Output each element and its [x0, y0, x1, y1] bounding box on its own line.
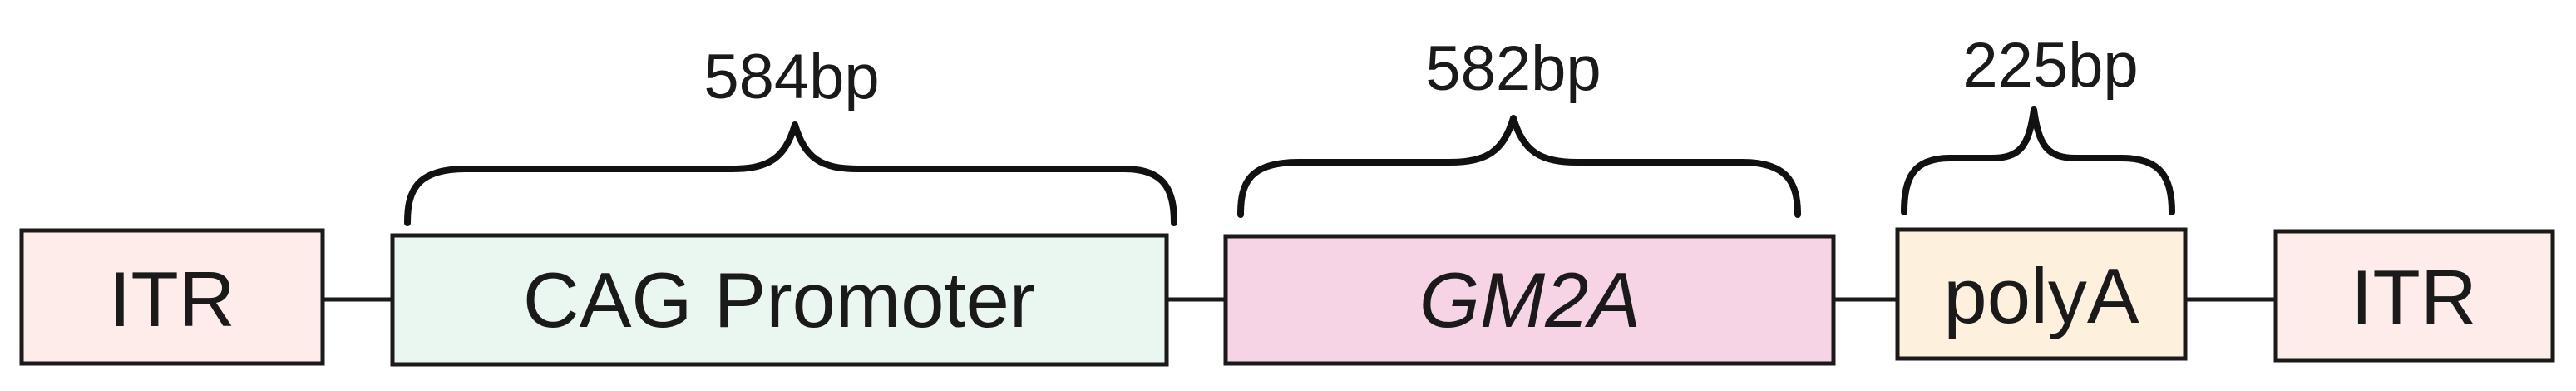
element-itr-right: ITR: [2273, 229, 2555, 363]
element-gm2a: 582bp GM2A: [1223, 33, 1836, 366]
cag-brace: [404, 121, 1177, 226]
itr-left-label: ITR: [109, 255, 234, 343]
polya-brace: [1901, 106, 2175, 215]
gm2a-box: [1223, 234, 1836, 366]
gm2a-label: GM2A: [1419, 256, 1641, 344]
element-polya: 225bp polyA: [1895, 30, 2188, 361]
itr-right-label: ITR: [2351, 254, 2476, 341]
itr-right-box: [2273, 229, 2555, 363]
polya-label: polyA: [1943, 252, 2139, 339]
polya-box: [1895, 227, 2188, 361]
itr-left-box: [19, 228, 325, 366]
cag-box: [390, 233, 1169, 367]
cag-size-label: 584bp: [703, 42, 879, 112]
polya-size-label: 225bp: [1962, 30, 2138, 101]
gm2a-brace: [1237, 115, 1801, 218]
cag-label: CAG Promoter: [523, 256, 1035, 344]
element-cag-promoter: 584bp CAG Promoter: [390, 42, 1177, 367]
element-itr-left: ITR: [19, 228, 325, 366]
gm2a-size-label: 582bp: [1425, 33, 1601, 104]
